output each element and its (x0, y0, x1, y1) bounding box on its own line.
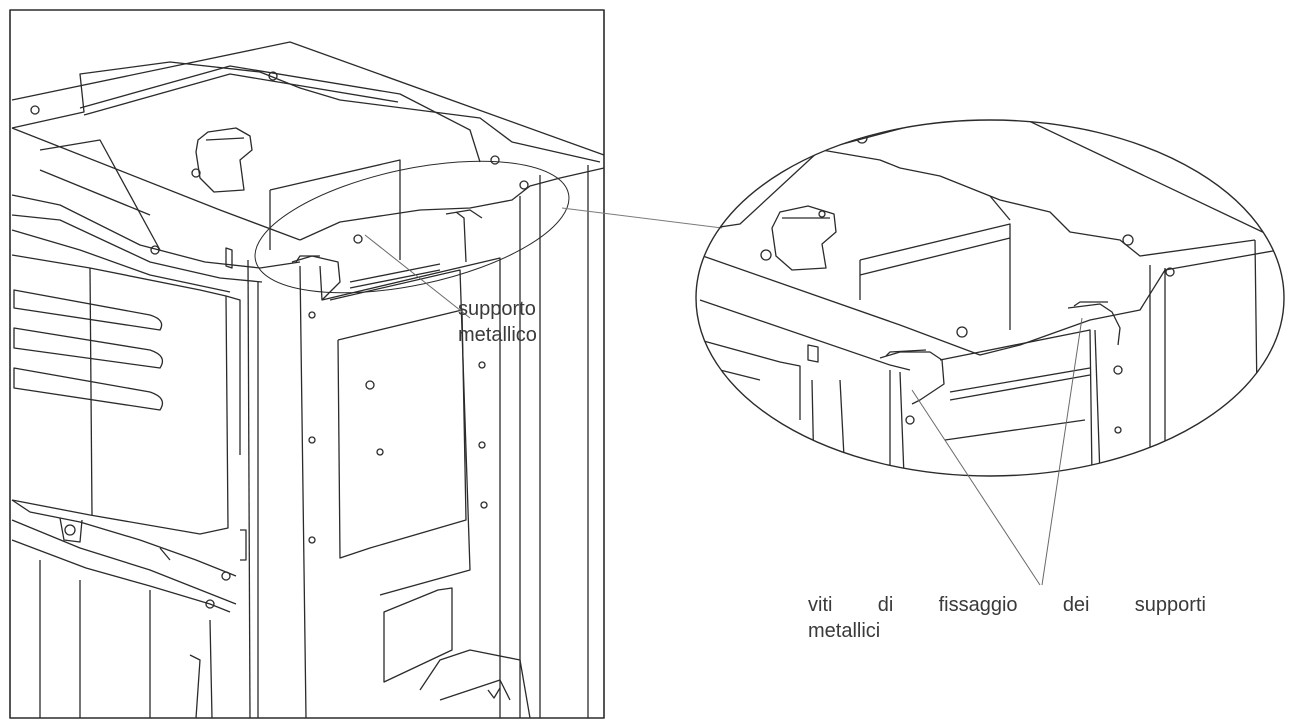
metal-supports (225, 209, 483, 301)
label-support-line2: metallico (458, 324, 537, 346)
screws-word-2: di (877, 594, 894, 616)
label-screws-line2: metallici (808, 620, 881, 642)
label-support-line1: supporto (458, 298, 536, 320)
leader-screw-2 (1041, 317, 1083, 586)
screws-word-5: supporti (1134, 594, 1206, 616)
screws-word-3: fissaggio (938, 594, 1018, 616)
leader-lines (364, 234, 1083, 586)
screws-word-4: dei (1062, 594, 1090, 616)
highlight-ellipse (254, 160, 570, 294)
detail-lens-border (695, 119, 1285, 477)
top-frame (11, 41, 605, 293)
screws-word-1: viti (808, 594, 833, 616)
leader-screw-1 (911, 389, 1041, 586)
lower-parts (11, 499, 531, 719)
connector-line (561, 207, 723, 229)
leader-support (364, 234, 471, 319)
label-fixing-screws: viti di fissaggio dei supporti metallici (808, 592, 1206, 644)
label-screws-line1: viti di fissaggio dei supporti (808, 592, 1206, 618)
central-column (247, 165, 589, 719)
fan-grille (11, 254, 241, 535)
main-view (9, 9, 605, 719)
main-view-frame (9, 9, 605, 719)
detail-view (695, 119, 1285, 477)
label-metal-support: supporto metallico (458, 296, 537, 348)
